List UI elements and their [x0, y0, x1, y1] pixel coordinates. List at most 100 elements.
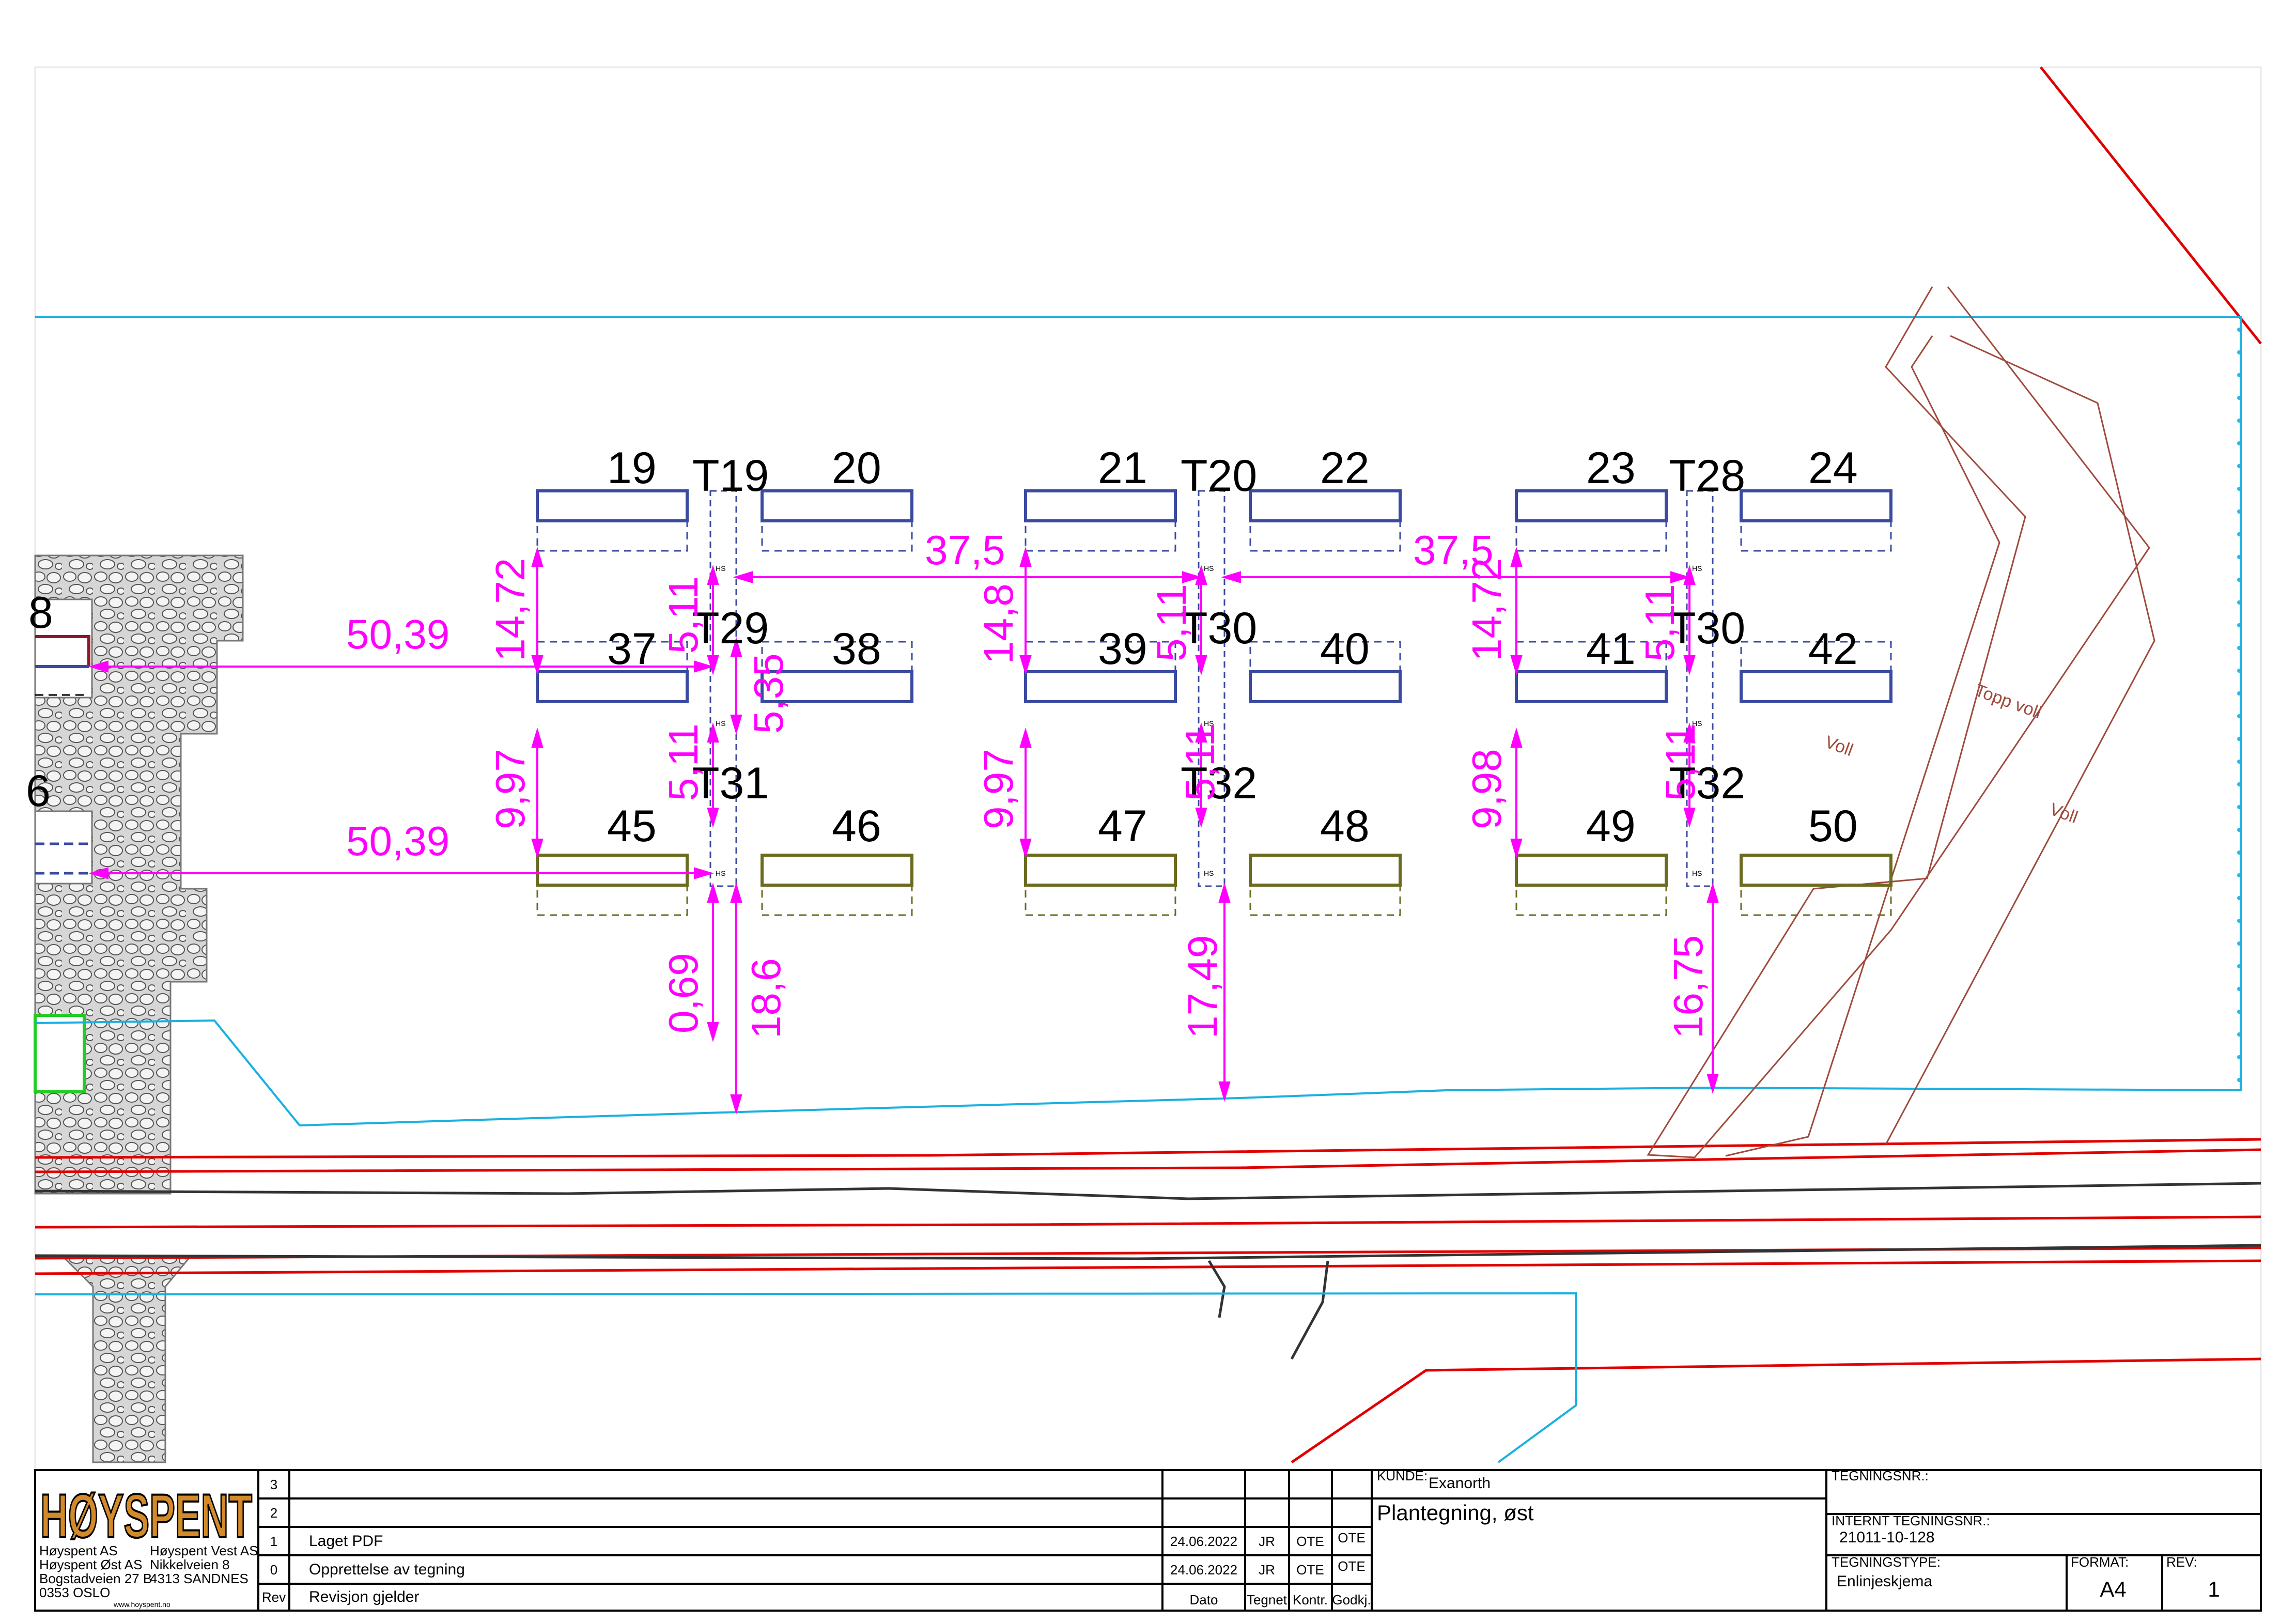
solar-panel-outline [1515, 520, 1667, 552]
unit-label-24: 24 [1808, 443, 1858, 493]
hs-marker: HS [1204, 564, 1214, 573]
dimension-label: 5,11 [660, 723, 706, 801]
solar-panel-outline [761, 884, 913, 916]
revision-drawn: JR [1259, 1562, 1275, 1578]
company-website: www.hoyspent.no [113, 1600, 170, 1609]
unit-label-6: 6 [26, 766, 51, 816]
solar-panel-outline [1740, 884, 1892, 916]
transformer-label-t30: T30 [1181, 604, 1257, 653]
hs-marker: HS [716, 869, 725, 877]
dimension-arrow [1019, 547, 1032, 567]
rev-label: REV: [2166, 1554, 2197, 1570]
dimension-label: 0,69 [660, 953, 706, 1033]
transformer-label-t30: T30 [1669, 604, 1745, 653]
dimension-arrow [531, 655, 544, 675]
dimension-label: 37,5 [925, 527, 1005, 573]
dimension-label: 5,11 [660, 576, 706, 654]
solar-panel-outline [761, 641, 913, 673]
unit-label-42: 42 [1808, 624, 1858, 674]
unit-label-47: 47 [1098, 801, 1147, 851]
embankment [1647, 286, 2155, 1158]
tegningstype-value: Enlinjeskjema [1837, 1573, 1932, 1590]
revision-number: 2 [270, 1505, 277, 1521]
dimension-label: 14,72 [487, 558, 533, 661]
dimension-arrow [1195, 655, 1207, 675]
unit-label-37: 37 [607, 624, 657, 674]
hs-marker: HS [716, 719, 725, 728]
dimension-label: 9,97 [487, 749, 533, 829]
hs-marker: HS [1692, 719, 1702, 728]
revision-header-date: Dato [1190, 1592, 1218, 1607]
dimension-label: 5,11 [1657, 723, 1703, 801]
revision-number: 0 [270, 1562, 277, 1578]
stone-wall [34, 554, 244, 1463]
dimension-arrow [1683, 565, 1696, 585]
solar-panel-array [536, 489, 1892, 916]
dimension-arrow [88, 660, 108, 673]
unit-label-41: 41 [1586, 624, 1636, 674]
dimension-arrow [531, 728, 544, 748]
revision-header-drawn: Tegnet [1247, 1592, 1287, 1607]
dimension-arrow [730, 715, 742, 735]
hs-marker: HS [1204, 869, 1214, 877]
transformer-label-t20: T20 [1181, 451, 1257, 501]
revision-header-rev: Rev [262, 1589, 286, 1605]
format-label: FORMAT: [2071, 1554, 2129, 1570]
dimension-arrow [1195, 722, 1207, 743]
unit-label-48: 48 [1320, 801, 1370, 851]
tegningsnr-label: TEGNINGSNR.: [1832, 1468, 1929, 1483]
dimension-arrow [1019, 655, 1032, 675]
unit-label-46: 46 [832, 801, 881, 851]
dimension-arrow [730, 1094, 742, 1115]
company-logo: HØYSPENT [37, 1472, 256, 1552]
dimension-arrow [707, 883, 719, 903]
dimension-label: 14,72 [1464, 558, 1510, 661]
dimension-label: 5,11 [1637, 584, 1683, 661]
dimension-arrow [707, 655, 719, 675]
solar-panel-outline [1249, 884, 1401, 916]
transformer-label-t32: T32 [1181, 759, 1257, 808]
dimension-arrow [1019, 728, 1032, 748]
dimension-label: 18,6 [743, 958, 789, 1039]
transformer-labels: T19 T20 T28 T29 T30 T30 T31 T32 T32 [692, 451, 1745, 808]
unit-label-20: 20 [832, 443, 881, 493]
dimension-arrow [1670, 571, 1690, 583]
dimension-arrow [1707, 1074, 1719, 1094]
dimension-arrow [1510, 655, 1523, 675]
unit-label-8: 8 [28, 588, 53, 638]
solar-panel-outline [1515, 641, 1667, 673]
format-value: A4 [2100, 1577, 2126, 1601]
unit-label-49: 49 [1586, 801, 1636, 851]
dimension-arrow [88, 867, 108, 879]
tegningstype-label: TEGNINGSTYPE: [1832, 1554, 1941, 1570]
company-address-line: Høyspent Vest AS [150, 1543, 258, 1558]
rev-value: 1 [2208, 1577, 2220, 1601]
hs-marker: HS [1204, 719, 1214, 728]
dimension-label: 5,11 [1177, 723, 1223, 801]
unit-labels: 19 20 21 22 23 24 37 38 39 40 41 42 45 4… [607, 443, 1858, 851]
company-address-line: Nikkelveien 8 [150, 1557, 230, 1572]
dimension-labels: 37,5 37,5 50,39 50,39 14,72 14,8 14,72 9… [346, 527, 1711, 1039]
dimension-arrow [1510, 728, 1523, 748]
fence-posts [35, 312, 2245, 1299]
dimension-label: 37,5 [1413, 527, 1494, 573]
dimension-arrow [694, 660, 714, 673]
dimension-arrow [1195, 808, 1207, 828]
dimension-arrow [531, 839, 544, 859]
hs-marker: HS [1692, 869, 1702, 877]
dimension-label: 16,75 [1665, 935, 1711, 1039]
revision-checked: OTE [1296, 1562, 1324, 1578]
revision-text: Opprettelse av tegning [309, 1561, 465, 1578]
dimension-arrow [531, 547, 544, 567]
dimension-arrow [1195, 565, 1207, 585]
dimension-label: 9,98 [1464, 749, 1510, 829]
dimension-lines [88, 547, 1719, 1115]
dimension-arrow [1683, 808, 1696, 828]
left-partial-panels: 8 6 [26, 588, 90, 875]
solar-panel-outline [1515, 884, 1667, 916]
revision-table: 3 2 1 0 Laget PDF Opprettelse av tegning… [262, 1477, 1371, 1607]
dimension-label: 9,97 [975, 749, 1021, 829]
dimension-arrow [1510, 839, 1523, 859]
solar-panel-outline [1025, 520, 1176, 552]
